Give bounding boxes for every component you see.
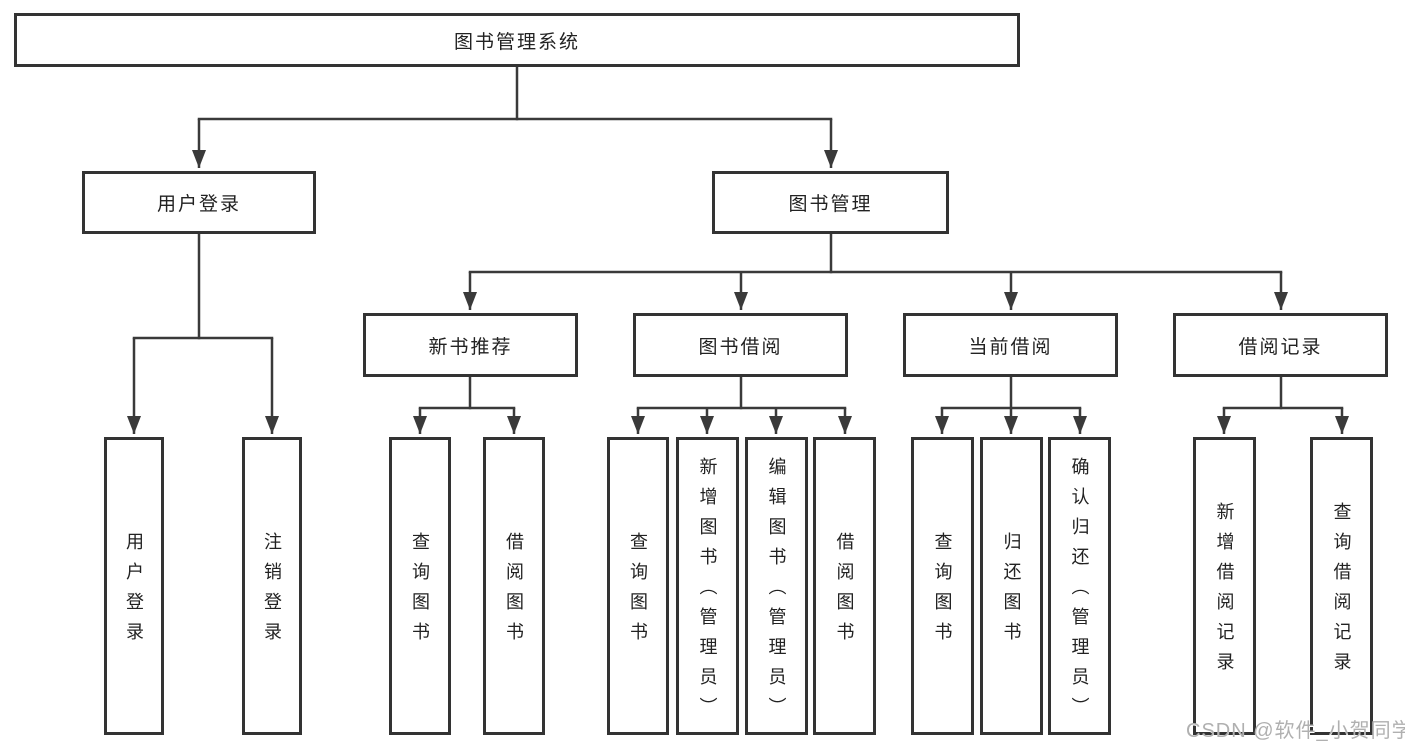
node-label: 借阅图书	[504, 532, 524, 652]
node-label: 借阅记录	[1238, 336, 1323, 358]
node-leaf-query-books-borrowing: 查询图书	[607, 437, 669, 735]
node-leaf-logout: 注销登录	[242, 437, 302, 735]
node-label: 图书借阅	[698, 336, 783, 358]
node-label: 图书管理	[788, 194, 873, 215]
node-borrowing-records: 借阅记录	[1173, 313, 1388, 377]
node-leaf-confirm-return-admin: 确认归还（管理员）	[1048, 437, 1111, 735]
node-label: 查询图书	[410, 532, 430, 652]
node-label: 查询图书	[628, 532, 648, 652]
node-leaf-query-books-recommend: 查询图书	[389, 437, 451, 735]
node-user-login: 用户登录	[82, 171, 316, 234]
node-current-borrowing: 当前借阅	[903, 313, 1118, 377]
node-leaf-return-books: 归还图书	[980, 437, 1043, 735]
node-label: 新增借阅记录	[1214, 502, 1235, 682]
node-leaf-borrow-books-recommend: 借阅图书	[483, 437, 545, 735]
node-label: 新增图书（管理员）	[697, 457, 718, 727]
node-book-management: 图书管理	[712, 171, 949, 234]
node-system-root: 图书管理系统	[14, 13, 1020, 67]
node-label: 确认归还（管理员）	[1069, 457, 1090, 727]
node-leaf-query-borrow-record: 查询借阅记录	[1310, 437, 1373, 735]
node-book-borrowing: 图书借阅	[633, 313, 848, 377]
node-label: 用户登录	[124, 532, 144, 652]
csdn-watermark: CSDN @软件_小贺同学	[1186, 720, 1405, 742]
node-leaf-add-borrow-record: 新增借阅记录	[1193, 437, 1256, 735]
node-label: 查询借阅记录	[1331, 502, 1352, 682]
node-leaf-edit-books-admin: 编辑图书（管理员）	[745, 437, 808, 735]
node-label: 图书管理系统	[453, 31, 580, 53]
node-label: 归还图书	[1001, 532, 1022, 652]
node-label: 编辑图书（管理员）	[766, 457, 787, 727]
node-label: 当前借阅	[968, 336, 1053, 358]
node-leaf-borrow-books: 借阅图书	[813, 437, 876, 735]
node-new-book-recommendation: 新书推荐	[363, 313, 578, 377]
node-leaf-query-books-current: 查询图书	[911, 437, 974, 735]
node-leaf-user-login: 用户登录	[104, 437, 164, 735]
node-label: 用户登录	[156, 194, 241, 215]
node-label: 查询图书	[932, 532, 953, 652]
node-leaf-add-books-admin: 新增图书（管理员）	[676, 437, 739, 735]
node-label: 新书推荐	[428, 336, 513, 358]
node-label: 注销登录	[262, 532, 282, 652]
node-label: 借阅图书	[834, 532, 855, 652]
